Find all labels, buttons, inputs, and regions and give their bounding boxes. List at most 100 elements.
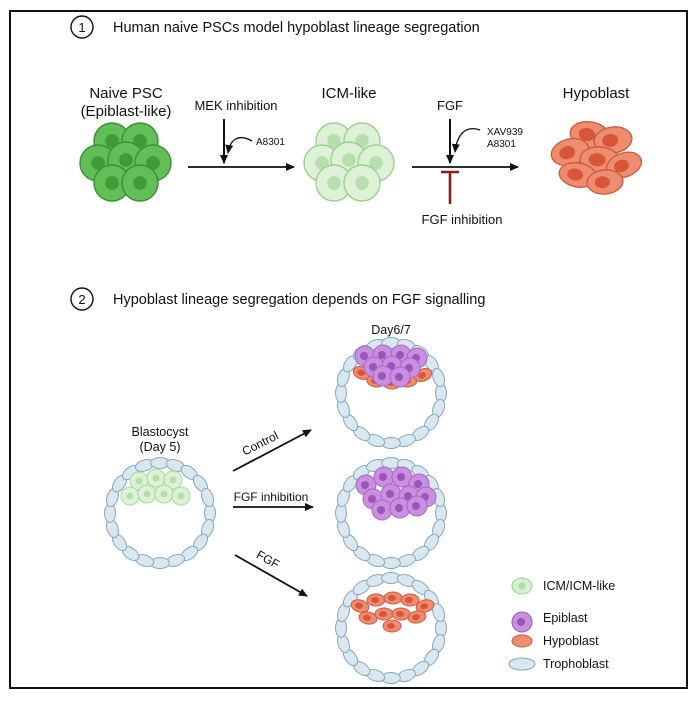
- epiblast-cell-nucleus: [378, 372, 386, 380]
- legend-label-epiblast: Epiblast: [543, 611, 588, 625]
- hypoblast-cell: [586, 169, 624, 195]
- hypoblast-cell: [358, 611, 378, 625]
- panel1-title: Human naive PSCs model hypoblast lineage…: [113, 20, 480, 36]
- epiblast-cell-nucleus: [377, 506, 385, 514]
- naive-psc-cell-cluster: [79, 122, 172, 202]
- trophoblast-cell: [432, 602, 446, 623]
- hypoblast-cell: [374, 607, 394, 621]
- trophoblast-cell: [201, 487, 215, 508]
- icm-cell-nucleus: [126, 492, 134, 500]
- hypoblast-cell-nucleus: [602, 133, 619, 147]
- legend-label-icm: ICM/ICM-like: [543, 579, 615, 593]
- hypoblast-cell: [593, 126, 633, 154]
- blastocyst-label-line2: (Day 5): [140, 440, 181, 454]
- hypoblast-cell-nucleus: [388, 595, 396, 601]
- icm-cell-nucleus: [143, 490, 151, 498]
- epiblast-cell-nucleus: [414, 480, 422, 488]
- blastocyst-label-line1: Blastocyst: [132, 425, 189, 439]
- day67-label: Day6/7: [371, 323, 411, 337]
- legend-swatch-epiblast-nucleus: [517, 618, 525, 626]
- hypoblast-cell: [415, 599, 435, 613]
- naive-cell-nucleus: [133, 134, 147, 148]
- hypoblast-cell-body: [407, 610, 427, 624]
- epiblast-cell-nucleus: [395, 504, 403, 512]
- stage-naive-label-line2: (Epiblast-like): [81, 103, 172, 120]
- step1-label: MEK inhibition: [194, 98, 277, 113]
- legend-swatch-icm-nucleus: [518, 582, 526, 590]
- hypoblast-cell: [407, 610, 427, 624]
- legend-swatch-hypoblast: [511, 634, 533, 648]
- epiblast-cell-nucleus: [397, 473, 405, 481]
- control-arrow-label: Control: [240, 428, 281, 458]
- epiblast-cell-nucleus: [361, 481, 369, 489]
- fgf-inhibition-arrow-label: FGF inhibition: [234, 490, 309, 504]
- hypoblast-cell-nucleus: [559, 146, 576, 160]
- hypoblast-cell-nucleus: [363, 614, 371, 621]
- epiblast-cell-nucleus: [386, 490, 394, 498]
- hypoblast-cell: [391, 607, 411, 621]
- legend-swatch-trophoblast: [508, 657, 536, 671]
- legend: ICM/ICM-like Epiblast Hypoblast Trophobl…: [508, 577, 615, 671]
- fgf-inhibition-embryo: [335, 457, 447, 569]
- epiblast-cell-nucleus: [379, 473, 387, 481]
- figure-frame: [9, 10, 688, 689]
- icm-cell-nucleus: [160, 490, 168, 498]
- epiblast-cell-nucleus: [360, 352, 368, 360]
- hypoblast-cell: [383, 591, 403, 605]
- epiblast-cell-nucleus: [378, 351, 386, 359]
- icm-cell-nucleus: [369, 156, 383, 170]
- legend-label-trophoblast: Trophoblast: [543, 657, 609, 671]
- hypoblast-cell: [350, 599, 370, 613]
- hypoblast-cell-body: [358, 611, 378, 625]
- icm-cell-nucleus: [327, 134, 341, 148]
- step2-label: FGF: [437, 98, 463, 113]
- naive-cell-nucleus: [119, 153, 133, 167]
- hypoblast-cell-nucleus: [357, 369, 365, 376]
- hypoblast-cell: [366, 593, 386, 607]
- trophoblast-cell: [432, 367, 446, 388]
- legend-label-hypoblast: Hypoblast: [543, 634, 599, 648]
- step2-inhibitor2-label: A8301: [487, 139, 516, 150]
- panel1-number: 1: [78, 20, 85, 35]
- hypoblast-cell-nucleus: [567, 168, 584, 181]
- epiblast-cell-nucleus: [368, 495, 376, 503]
- icm-cell-nucleus: [327, 176, 341, 190]
- naive-cell-nucleus: [146, 156, 160, 170]
- naive-cell-nucleus: [133, 176, 147, 190]
- hypoblast-cell-nucleus: [614, 159, 629, 173]
- epiblast-cell-nucleus: [412, 502, 420, 510]
- hypoblast-cell-cluster: [550, 121, 643, 195]
- epiblast-cell-nucleus: [395, 373, 403, 381]
- icm-cell-nucleus: [177, 492, 185, 500]
- step2-inhibitor-curve: [451, 128, 481, 153]
- hypoblast-cell-nucleus: [588, 153, 606, 167]
- icm-cell-nucleus: [342, 153, 356, 167]
- hypoblast-cell-nucleus: [396, 611, 404, 617]
- naive-cell-nucleus: [91, 156, 105, 170]
- hypoblast-cell-nucleus: [387, 623, 395, 629]
- control-embryo: [335, 337, 447, 449]
- step2-inhibitor1-label: XAV939: [487, 127, 523, 138]
- stage-icm-label: ICM-like: [322, 85, 377, 102]
- hypoblast-cell-nucleus: [379, 611, 387, 617]
- hypoblast-cell-nucleus: [420, 603, 428, 610]
- hypoblast-cell-nucleus: [405, 597, 413, 603]
- panel1-number-circle: [70, 15, 94, 39]
- panel2-number-circle: [70, 287, 94, 311]
- hypoblast-cell: [550, 137, 590, 167]
- hypoblast-cell-nucleus: [578, 127, 596, 142]
- icm-cell-nucleus: [169, 476, 177, 484]
- panel2-number: 2: [78, 292, 85, 307]
- fgf-arrow: [234, 554, 308, 597]
- hypoblast-cell-nucleus: [418, 372, 426, 379]
- hypoblast-cell-nucleus: [355, 602, 363, 609]
- hypoblast-cell-nucleus: [594, 176, 610, 189]
- epiblast-cell-nucleus: [396, 351, 404, 359]
- hypoblast-cell: [382, 619, 402, 633]
- fgf-embryo: [335, 572, 447, 684]
- hypoblast-cell-nucleus: [412, 614, 420, 621]
- day5-blastocyst: [104, 457, 216, 569]
- panel2-title: Hypoblast lineage segregation depends on…: [113, 292, 485, 308]
- epiblast-cell-nucleus: [404, 492, 412, 500]
